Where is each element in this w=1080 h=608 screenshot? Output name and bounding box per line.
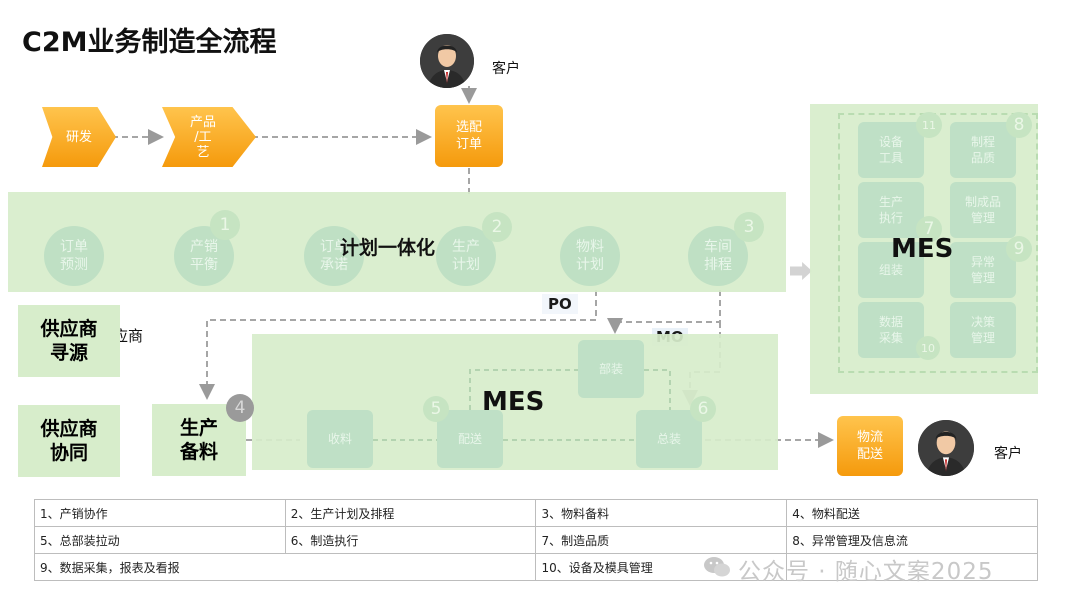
production-step: 总装	[636, 410, 702, 468]
logistics-box: 物流 配送	[837, 416, 903, 476]
mes-item: 数据 采集	[858, 302, 924, 358]
rd-arrow: 研发	[42, 107, 116, 167]
legend-cell: 8、异常管理及信息流	[786, 526, 1038, 554]
step-number: 2	[482, 212, 512, 242]
mes-right-dashed-frame	[838, 113, 1038, 373]
page-title: C2M业务制造全流程	[22, 27, 277, 58]
mes-item: 设备 工具	[858, 122, 924, 178]
po-label: PO	[542, 294, 578, 314]
planning-step: 物料 计划	[560, 226, 620, 286]
step-number: 4	[226, 394, 254, 422]
legend-cell: 4、物料配送	[786, 499, 1038, 527]
wechat-icon	[703, 556, 730, 577]
customer-avatar-icon	[420, 34, 474, 88]
step-number: 5	[423, 396, 449, 422]
legend-cell: 9、数据采集，报表及看报	[33, 553, 537, 581]
mes-item: 制成品 管理	[950, 182, 1016, 238]
mes-production-label: MES	[482, 387, 545, 417]
mes-item: 异常 管理	[950, 242, 1016, 298]
legend-cell	[786, 553, 1038, 581]
step-number: 11	[916, 112, 942, 138]
customer-avatar-icon	[918, 420, 974, 476]
legend-row: 9、数据采集，报表及看报 10、设备及模具管理	[33, 553, 1038, 581]
product-process-arrow: 产品 /工 艺	[162, 107, 256, 167]
step-number: 6	[690, 396, 716, 422]
planning-step: 订单 预测	[44, 226, 104, 286]
legend-cell: 5、总部装拉动	[34, 526, 286, 554]
legend-table: 1、产销协作 2、生产计划及排程 3、物料备料 4、物料配送 5、总部装拉动 6…	[33, 499, 1038, 581]
production-step: 配送	[437, 410, 503, 468]
planning-band	[8, 192, 786, 292]
legend-row: 1、产销协作 2、生产计划及排程 3、物料备料 4、物料配送	[34, 499, 1038, 527]
logistics-label: 物流 配送	[856, 430, 883, 462]
legend-cell: 6、制造执行	[284, 526, 537, 554]
production-step: 收料	[307, 410, 373, 468]
mes-item: 决策 管理	[950, 302, 1016, 358]
legend-cell: 10、设备及模具管理	[535, 553, 788, 581]
supplier-sourcing-box: 供应商 寻源	[18, 305, 120, 377]
planning-step: 订单 承诺	[304, 226, 364, 286]
customer-label-top: 客户	[492, 61, 520, 77]
planning-label: 计划一体化	[340, 237, 436, 259]
watermark-text: 公众号 · 随心文案2025	[738, 559, 994, 585]
rd-label: 研发	[65, 129, 92, 145]
mes-item: 制程 品质	[950, 122, 1016, 178]
legend-row: 5、总部装拉动 6、制造执行 7、制造品质 8、异常管理及信息流	[34, 526, 1038, 554]
product-process-label: 产品 /工 艺	[189, 114, 216, 160]
step-number: 9	[1006, 236, 1032, 262]
production-prep-box: 生产 备料	[152, 404, 246, 476]
step-number: 3	[734, 212, 764, 242]
production-prep-label: 生产 备料	[179, 417, 218, 463]
step-number: 10	[916, 336, 940, 360]
production-step: 部装	[578, 340, 644, 398]
legend-cell: 7、制造品质	[535, 526, 788, 554]
right-arrow-icon	[790, 262, 812, 280]
step-number: 7	[916, 216, 942, 242]
config-order-label: 选配 订单	[455, 120, 482, 152]
legend-cell: 2、生产计划及排程	[284, 499, 537, 527]
supplier-collab-box: 供应商 协同	[18, 405, 120, 477]
step-number: 1	[210, 210, 240, 240]
legend-cell: 1、产销协作	[34, 499, 286, 527]
mes-right-label: MES	[891, 234, 954, 264]
config-order-box: 选配 订单	[435, 105, 503, 167]
mes-item: 生产 执行	[858, 182, 924, 238]
legend-cell: 3、物料备料	[535, 499, 788, 527]
step-number: 8	[1006, 112, 1032, 138]
customer-label-bottom: 客户	[994, 446, 1022, 462]
mes-item: 组装	[858, 242, 924, 298]
